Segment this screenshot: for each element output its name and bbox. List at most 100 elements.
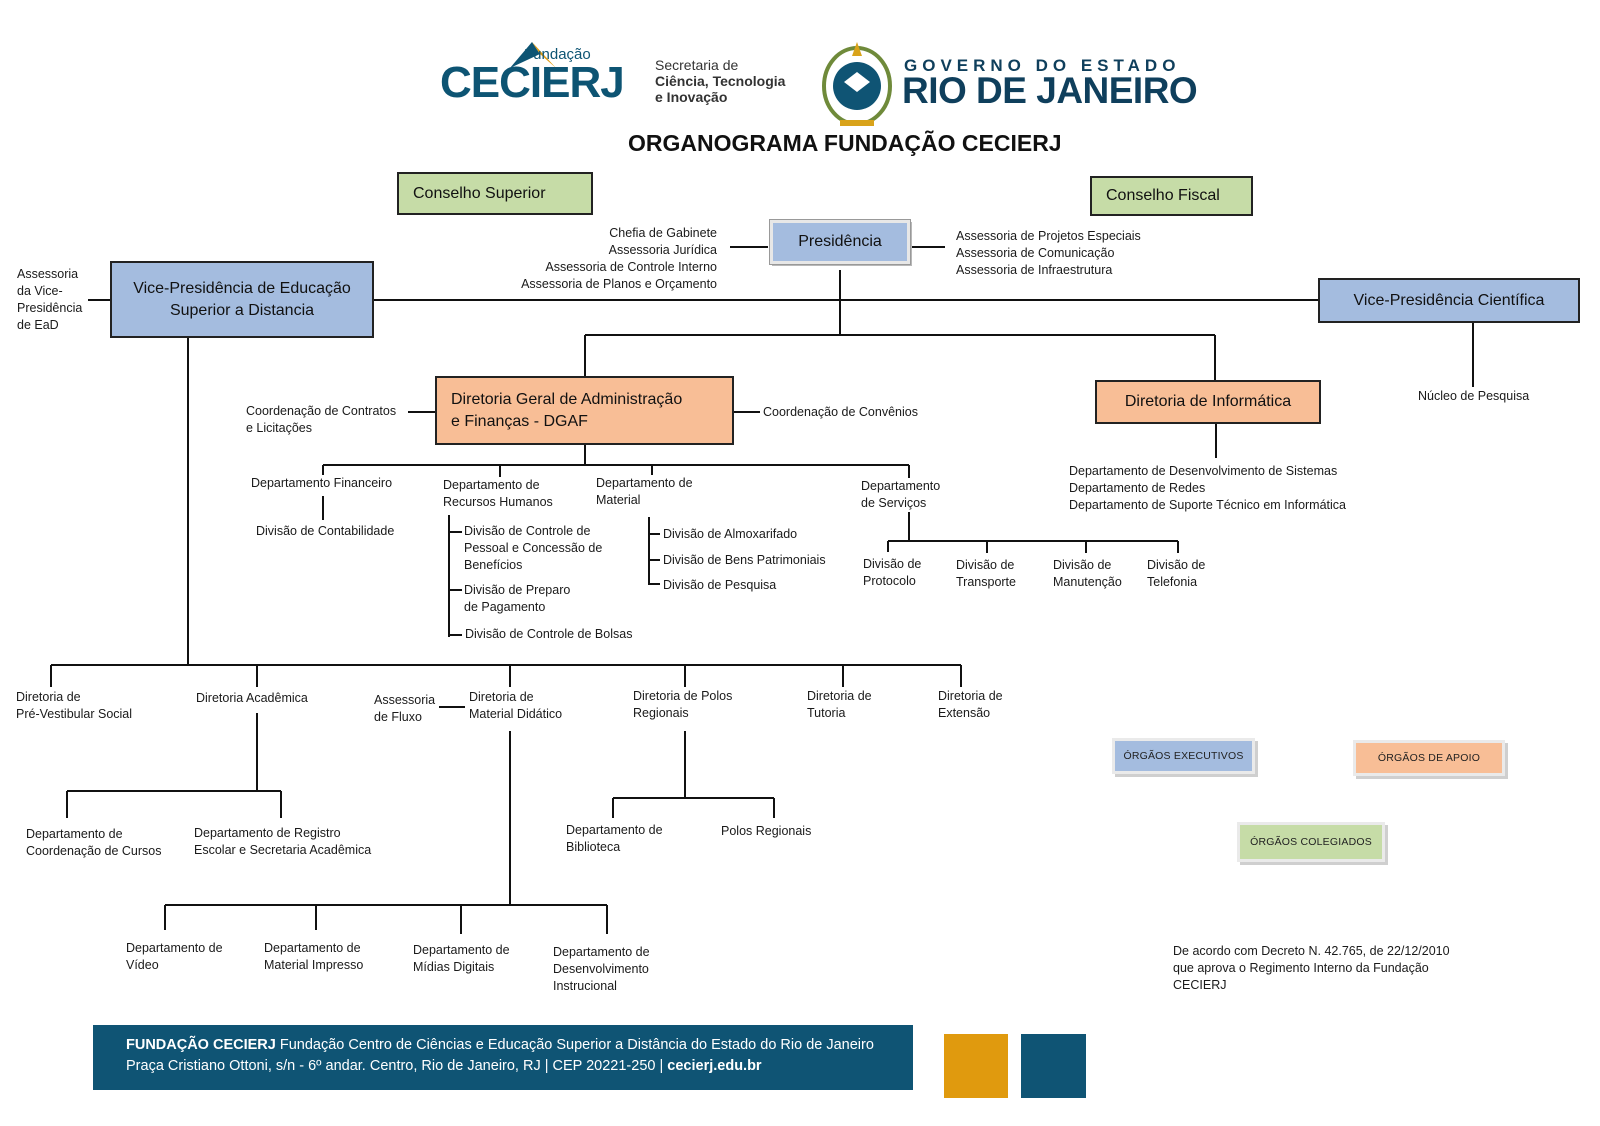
assessoria-vp-ead: Assessoria da Vice- Presidência de EaD bbox=[17, 266, 82, 334]
dep-rh-line-1: Departamento de bbox=[443, 478, 540, 492]
impresso-line-1: Departamento de bbox=[264, 941, 361, 955]
legend-orgaos-executivos: ÓRGÃOS EXECUTIVOS bbox=[1112, 738, 1255, 774]
secretaria-line-1: Secretaria de bbox=[655, 57, 739, 73]
dep-coordenacao-cursos: Departamento de Coordenação de Cursos bbox=[26, 826, 162, 860]
coordenacao-cursos-line-1: Departamento de bbox=[26, 827, 123, 841]
footer-foundation-name: FUNDAÇÃO CECIERJ bbox=[126, 1037, 276, 1053]
dep-biblioteca: Departamento de Biblioteca bbox=[566, 822, 663, 856]
assessoria-planos-orcamento-label: Assessoria de Planos e Orçamento bbox=[521, 277, 717, 291]
assessoria-comunicacao-label: Assessoria de Comunicação bbox=[956, 246, 1115, 260]
div-controle-pessoal: Divisão de Controle de Pessoal e Concess… bbox=[464, 523, 602, 574]
div-manutencao-line-1: Divisão de bbox=[1053, 558, 1112, 572]
assessoria-vp-line-3: Presidência bbox=[17, 301, 83, 315]
legend-orgaos-de-apoio: ÓRGÃOS DE APOIO bbox=[1353, 740, 1505, 776]
impresso-line-2: Material Impresso bbox=[264, 958, 364, 972]
midias-line-2: Mídias Digitais bbox=[413, 960, 495, 974]
extensao-line-1: Diretoria de bbox=[938, 689, 1003, 703]
dep-material-line-2: Material bbox=[596, 493, 641, 507]
assessoria-vp-line-1: Assessoria bbox=[17, 267, 79, 281]
rio-coat-of-arms-icon bbox=[822, 42, 892, 126]
dep-rh-line-2: Recursos Humanos bbox=[443, 495, 553, 509]
material-didatico-line-1: Diretoria de bbox=[469, 690, 534, 704]
div-almoxarifado-label: Divisão de Almoxarifado bbox=[663, 527, 798, 541]
secretaria-line-3: e Inovação bbox=[655, 89, 728, 105]
div-telefonia: Divisão de Telefonia bbox=[1147, 557, 1205, 591]
div-protocolo-line-1: Divisão de bbox=[863, 557, 922, 571]
footer-bar: FUNDAÇÃO CECIERJ Fundação Centro de Ciên… bbox=[93, 1025, 913, 1090]
div-controle-pessoal-line-3: Benefícios bbox=[464, 558, 523, 572]
div-pesquisa-label: Divisão de Pesquisa bbox=[663, 578, 777, 592]
div-telefonia-line-1: Divisão de bbox=[1147, 558, 1206, 572]
midias-line-1: Departamento de bbox=[413, 943, 510, 957]
dep-servicos: Departamento de Serviços bbox=[861, 478, 940, 512]
nucleo-pesquisa-label: Núcleo de Pesquisa bbox=[1418, 389, 1530, 403]
dgaf-line-2: e Finanças - DGAF bbox=[451, 412, 588, 430]
registro-line-1: Departamento de Registro bbox=[194, 826, 341, 840]
assessoria-fluxo-line-1: Assessoria bbox=[374, 693, 436, 707]
tutoria-line-1: Diretoria de bbox=[807, 689, 872, 703]
assessoria-vp-line-2: da Vice- bbox=[17, 284, 63, 298]
pre-vestibular-line-1: Diretoria de bbox=[16, 690, 81, 704]
dgaf-line-1: Diretoria Geral de Administração bbox=[451, 390, 683, 408]
div-transporte: Divisão de Transporte bbox=[956, 557, 1016, 591]
div-bens-patrimoniais-label: Divisão de Bens Patrimoniais bbox=[663, 553, 826, 567]
presidencia-left-assessorias: Chefia de Gabinete Assessoria Jurídica A… bbox=[521, 225, 717, 293]
extensao-line-2: Extensão bbox=[938, 706, 991, 720]
div-controle-bolsas-label: Divisão de Controle de Bolsas bbox=[465, 627, 633, 641]
vp-ead-line-1: Vice-Presidência de Educação bbox=[133, 279, 351, 297]
div-manutencao: Divisão de Manutenção bbox=[1053, 557, 1122, 591]
div-transporte-line-1: Divisão de bbox=[956, 558, 1015, 572]
gov-line-1: GOVERNO DO ESTADO bbox=[904, 56, 1181, 75]
dep-material: Departamento de Material bbox=[596, 475, 693, 509]
dep-midias-digitais: Departamento de Mídias Digitais bbox=[413, 942, 510, 976]
dgaf-box: Diretoria Geral de Administração e Finan… bbox=[435, 376, 734, 445]
chefia-gabinete-label: Chefia de Gabinete bbox=[609, 226, 717, 240]
legend-orgaos-colegiados: ÓRGÃOS COLEGIADOS bbox=[1237, 822, 1385, 862]
logo-cecierj-label: CECIERJ bbox=[440, 58, 625, 107]
div-protocolo: Divisão de Protocolo bbox=[863, 556, 921, 590]
div-controle-pessoal-line-2: Pessoal e Concessão de bbox=[464, 541, 603, 555]
dep-recursos-humanos: Departamento de Recursos Humanos bbox=[443, 477, 553, 511]
dep-video: Departamento de Vídeo bbox=[126, 940, 223, 974]
vp-ead-line-2: Superior a Distancia bbox=[169, 301, 315, 319]
coordenacao-cursos-line-2: Coordenação de Cursos bbox=[26, 844, 162, 858]
div-controle-pessoal-line-1: Divisão de Controle de bbox=[464, 524, 591, 538]
dep-servicos-line-1: Departamento bbox=[861, 479, 941, 493]
footer-blue-block bbox=[1021, 1034, 1086, 1098]
dep-desenvolvimento-sistemas-label: Departamento de Desenvolvimento de Siste… bbox=[1069, 464, 1338, 478]
biblioteca-line-1: Departamento de bbox=[566, 823, 663, 837]
footer-line-1: FUNDAÇÃO CECIERJ Fundação Centro de Ciên… bbox=[126, 1035, 913, 1056]
footer-line-2: Praça Cristiano Ottoni, s/n - 6º andar. … bbox=[126, 1056, 913, 1077]
coord-contratos-line-1: Coordenação de Contratos bbox=[246, 404, 397, 418]
footer-address: Praça Cristiano Ottoni, s/n - 6º andar. … bbox=[126, 1058, 668, 1074]
material-didatico-line-2: Material Didático bbox=[469, 707, 563, 721]
div-contabilidade-label: Divisão de Contabilidade bbox=[256, 524, 395, 538]
assessoria-infraestrutura-label: Assessoria de Infraestrutura bbox=[956, 263, 1113, 277]
video-line-2: Vídeo bbox=[126, 958, 159, 972]
decreto-line-1: De acordo com Decreto N. 42.765, de 22/1… bbox=[1173, 944, 1450, 958]
assessoria-juridica-label: Assessoria Jurídica bbox=[608, 243, 717, 257]
decreto-line-3: CECIERJ bbox=[1173, 978, 1227, 992]
assessoria-projetos-especiais-label: Assessoria de Projetos Especiais bbox=[956, 229, 1141, 243]
coord-contratos-line-2: e Licitações bbox=[246, 421, 313, 435]
decreto-note: De acordo com Decreto N. 42.765, de 22/1… bbox=[1173, 943, 1450, 994]
polos-line-1: Diretoria de Polos bbox=[633, 689, 733, 703]
polos-regionais-label: Polos Regionais bbox=[721, 824, 812, 838]
footer-orange-block bbox=[944, 1034, 1008, 1098]
assessoria-controle-interno-label: Assessoria de Controle Interno bbox=[545, 260, 717, 274]
dep-material-line-1: Departamento de bbox=[596, 476, 693, 490]
page-title: ORGANOGRAMA FUNDAÇÃO CECIERJ bbox=[628, 130, 1062, 156]
gov-line-2: RIO DE JANEIRO bbox=[902, 70, 1198, 111]
coordenacao-contratos-licitacoes: Coordenação de Contratos e Licitações bbox=[246, 403, 396, 437]
dep-material-impresso: Departamento de Material Impresso bbox=[264, 940, 363, 974]
secretaria-logo: Secretaria de Ciência, Tecnologia e Inov… bbox=[655, 57, 785, 105]
diretoria-polos-regionais: Diretoria de Polos Regionais bbox=[633, 688, 732, 722]
dep-suporte-tecnico-label: Departamento de Suporte Técnico em Infor… bbox=[1069, 498, 1346, 512]
dep-servicos-line-2: de Serviços bbox=[861, 496, 927, 510]
footer-foundation-full-name: Fundação Centro de Ciências e Educação S… bbox=[275, 1037, 874, 1053]
polos-line-2: Regionais bbox=[633, 706, 689, 720]
diretoria-tutoria: Diretoria de Tutoria bbox=[807, 688, 872, 722]
div-manutencao-line-2: Manutenção bbox=[1053, 575, 1122, 589]
coordenacao-convenios-label: Coordenação de Convênios bbox=[763, 405, 918, 419]
